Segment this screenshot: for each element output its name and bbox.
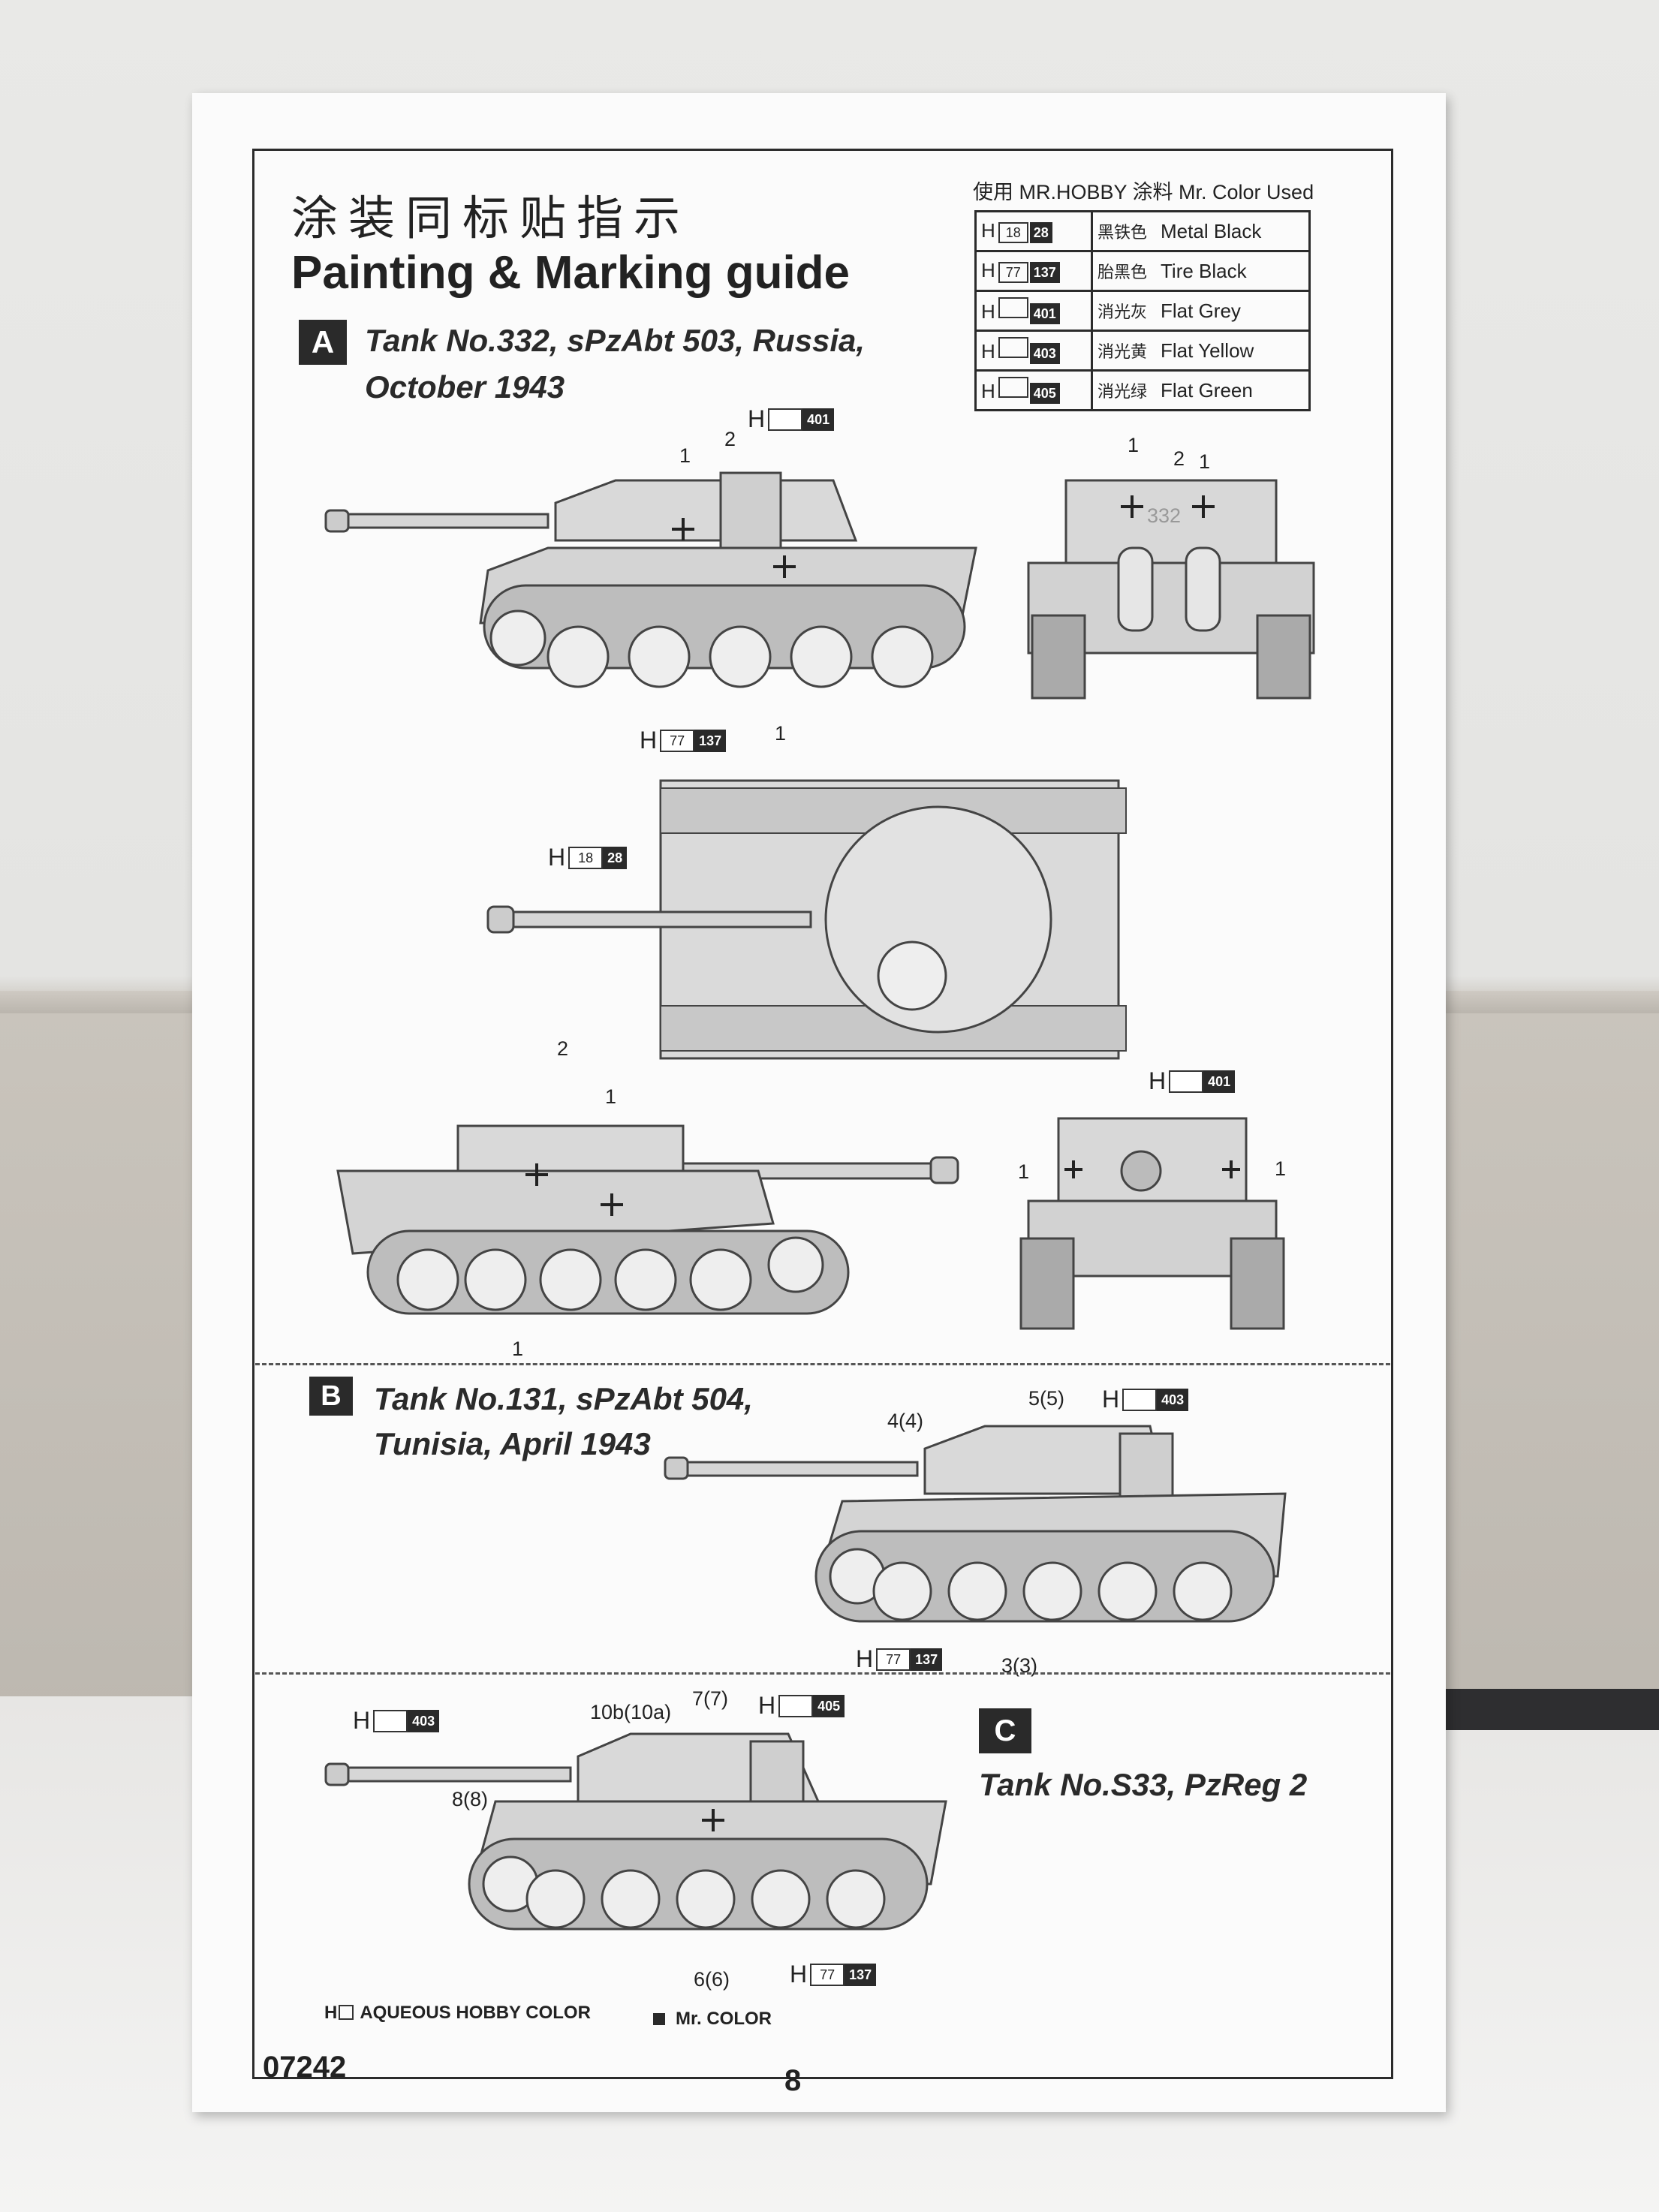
callout-a-rear-1b: 1 [1199,450,1211,473]
page-frame [252,149,1393,2079]
title-chinese: 涂装同标贴指示 [291,191,691,245]
callout-a-rear-2: 2 [1173,447,1185,470]
divider-a-b [255,1363,1390,1365]
paint-name: 消光绿 Flat Green [1091,369,1311,411]
paint-name-en: Flat Grey [1161,299,1241,322]
scheme-c-title: Tank No.S33, PzReg 2 [979,1767,1308,1802]
callout-c-10: 10b(10a) [590,1701,672,1723]
paint-name-cn: 黑铁色 [1097,224,1148,242]
paint-header: 使用 MR.HOBBY 涂料 Mr. Color Used [973,181,1314,203]
paint-name-en: Tire Black [1161,260,1247,282]
tank-a-top-drawing [486,779,1127,1060]
scheme-a-title-line1: Tank No.332, sPzAbt 503, Russia, [365,323,866,358]
callout-a-rear-1: 1 [1128,434,1140,456]
scheme-a-badge: A [299,320,347,365]
scheme-a-title-line2: October 1943 [365,369,565,405]
scheme-b-title-line1: Tank No.131, sPzAbt 504, [374,1381,753,1416]
tank-b-side-drawing [664,1425,1287,1623]
title-english: Painting & Marking guide [291,247,851,299]
callout-a-left-2: 2 [557,1037,569,1060]
scheme-b-badge: B [309,1377,353,1416]
paint-mr-code: 403 [1029,343,1060,364]
callout-a-left-1: 1 [605,1085,617,1108]
legend-mr-color: Mr. COLOR [653,2009,772,2030]
callout-b-4: 4(4) [887,1410,924,1432]
paint-mr-code: 28 [1029,222,1052,243]
paint-h-code [998,377,1028,398]
callout-c-8: 8(8) [452,1788,489,1810]
paint-name-cn: 消光灰 [1097,303,1148,322]
paint-name-en: Flat Green [1161,379,1253,402]
callout-a-front-1-left: 1 [1018,1160,1030,1183]
floor-object [1426,1689,1659,1730]
tank-a-left-drawing [336,1124,959,1315]
paint-name: 胎黑色 Tire Black [1091,250,1311,292]
callout-a-2: 2 [724,428,736,450]
scheme-b-title-line2: Tunisia, April 1943 [374,1426,651,1461]
callout-a-front-1-right: 1 [1275,1157,1287,1180]
paint-name-cn: 消光绿 [1097,383,1148,402]
paint-name-en: Flat Yellow [1161,339,1254,362]
paint-name: 消光灰 Flat Grey [1091,290,1311,332]
paint-h-code: 77 [998,262,1028,283]
page-number: 8 [784,2064,802,2097]
tank-a-side-drawing [324,471,977,688]
paint-mr-code: 405 [1029,383,1060,404]
tank-c-side-drawing [324,1732,947,1931]
paint-name: 消光黄 Flat Yellow [1091,330,1311,372]
callout-c-6: 6(6) [694,1968,730,1991]
callout-a-left-1-bottom: 1 [512,1338,524,1360]
paint-name: 黑铁色 Metal Black [1091,210,1311,252]
tank-a-front-drawing [1019,1117,1285,1330]
callout-b-5: 5(5) [1028,1387,1065,1410]
callout-c-7: 7(7) [692,1687,729,1710]
paint-h-code [998,337,1028,358]
rear-number-332: 332 [1147,504,1182,527]
paint-name-cn: 消光黄 [1097,343,1148,362]
divider-b-c [255,1672,1390,1675]
paint-name-cn: 胎黑色 [1097,263,1148,282]
paint-mr-code: 137 [1029,262,1060,283]
callout-a-1-bottom: 1 [775,722,787,745]
callout-a-1: 1 [679,444,691,467]
tank-a-rear-drawing [1027,479,1315,700]
paint-h-code [998,297,1028,318]
catalog-code: 07242 [263,2051,347,2084]
scheme-c-badge: C [979,1708,1031,1753]
paint-h-code: 18 [998,222,1028,243]
paint-mr-code: 401 [1029,303,1060,324]
paint-name-en: Metal Black [1161,220,1262,242]
